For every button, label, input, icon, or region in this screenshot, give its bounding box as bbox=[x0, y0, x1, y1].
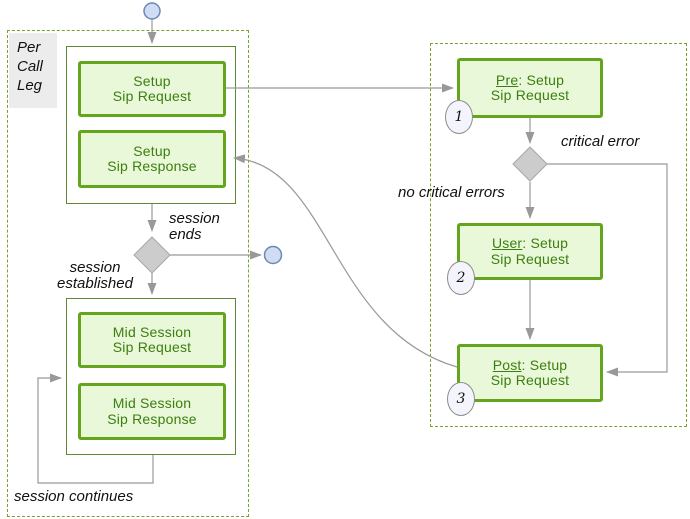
user-suffix: : Setup bbox=[522, 235, 569, 251]
node-label: User: Setup bbox=[491, 235, 569, 252]
end-node bbox=[263, 245, 283, 265]
edge-post-to-setup-response bbox=[233, 154, 458, 368]
node-label: Sip Request bbox=[490, 250, 570, 267]
setup-processing-region bbox=[430, 43, 687, 427]
step-3-badge: 3 bbox=[447, 382, 475, 416]
node-user-setup-sip-request: User: Setup Sip Request bbox=[457, 223, 603, 280]
node-label: Mid Session bbox=[112, 395, 192, 411]
session-established-line2: established bbox=[57, 275, 133, 292]
edge-session-continues-loop bbox=[37, 373, 154, 484]
step-1-badge: 1 bbox=[445, 100, 473, 134]
node-label: Sip Request bbox=[490, 372, 570, 388]
node-label: Setup bbox=[133, 142, 171, 159]
node-label: Pre: Setup bbox=[495, 71, 565, 89]
per-call-leg-region bbox=[7, 30, 249, 517]
node-label: Sip Request bbox=[112, 88, 192, 104]
per-call-leg-line1: Per bbox=[17, 39, 41, 56]
node-post-setup-sip-request: Post: Setup Sip Request bbox=[457, 344, 603, 402]
session-established-label: session established bbox=[45, 260, 145, 292]
session-ends-line2: ends bbox=[169, 226, 202, 243]
node-label: Mid Session bbox=[112, 323, 192, 340]
no-critical-errors-label: no critical errors bbox=[398, 184, 505, 201]
node-label: Sip Response bbox=[107, 158, 197, 174]
node-label: Sip Response bbox=[107, 410, 197, 427]
post-prefix: Post bbox=[492, 356, 522, 373]
session-ends-line1: session bbox=[169, 210, 220, 227]
user-prefix: User bbox=[491, 235, 523, 251]
node-label: Sip Request bbox=[112, 339, 192, 355]
post-suffix: : Setup bbox=[521, 356, 568, 373]
node-pre-setup-sip-request: Pre: Setup Sip Request bbox=[457, 58, 603, 118]
node-setup-sip-request: Setup Sip Request bbox=[78, 61, 226, 117]
step-2-badge: 2 bbox=[447, 261, 475, 295]
node-label: Sip Request bbox=[490, 87, 570, 103]
edge-critical-error-to-post bbox=[547, 163, 668, 377]
session-established-line1: session bbox=[69, 259, 121, 276]
per-call-leg-line3: Leg bbox=[17, 77, 43, 94]
per-call-leg-line2: Call bbox=[17, 58, 43, 75]
per-call-leg-label: Per Call Leg bbox=[9, 33, 57, 108]
node-setup-sip-response: Setup Sip Response bbox=[78, 130, 226, 188]
start-node bbox=[143, 2, 161, 20]
session-ends-label: session ends bbox=[169, 211, 220, 243]
session-continues-label: session continues bbox=[14, 488, 134, 505]
session-decision-diamond bbox=[133, 236, 171, 274]
node-label: Post: Setup bbox=[492, 356, 568, 374]
pre-prefix: Pre bbox=[495, 71, 519, 88]
node-label: Setup bbox=[133, 72, 171, 89]
node-mid-session-sip-request: Mid Session Sip Request bbox=[78, 312, 226, 368]
critical-error-label: critical error bbox=[561, 133, 640, 150]
pre-suffix: : Setup bbox=[518, 71, 565, 88]
error-decision-diamond bbox=[512, 146, 548, 182]
node-mid-session-sip-response: Mid Session Sip Response bbox=[78, 383, 226, 440]
